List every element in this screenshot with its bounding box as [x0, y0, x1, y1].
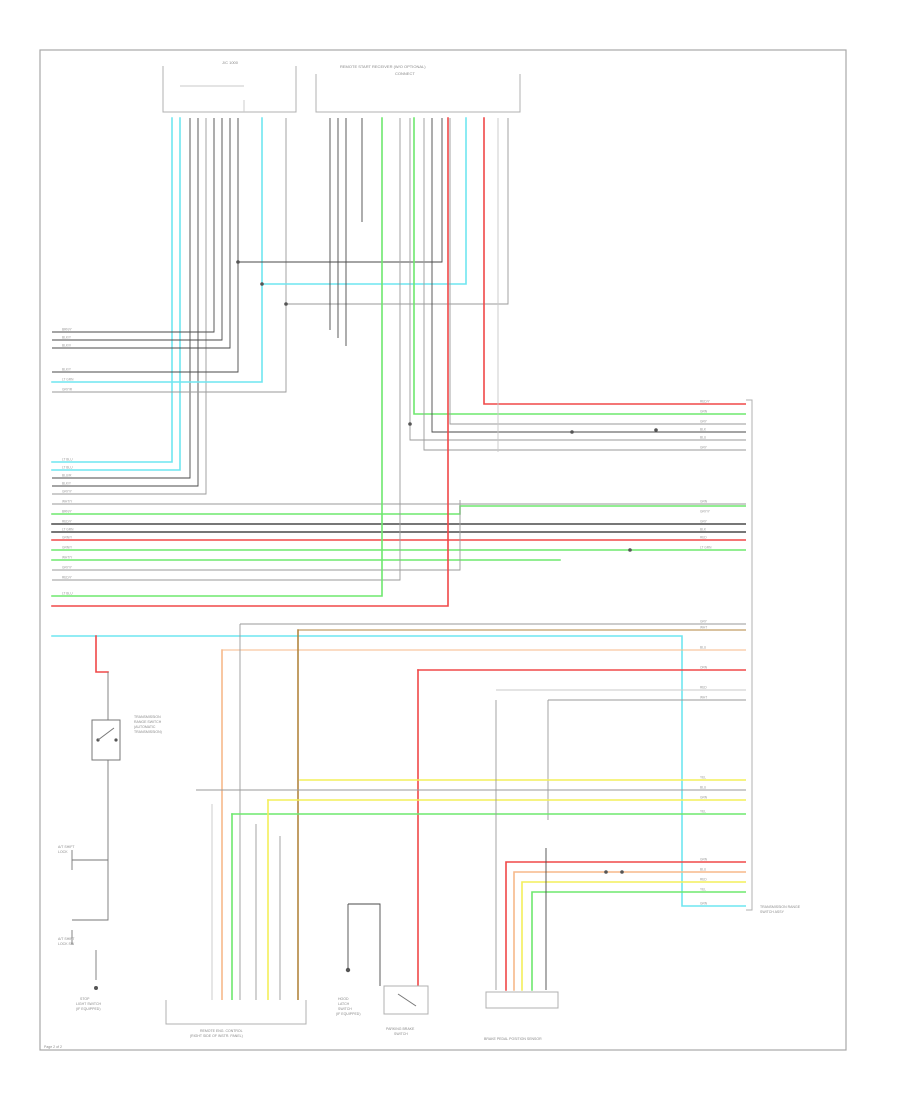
switch-left [71, 635, 121, 990]
right-wire-label: YEL [700, 888, 706, 892]
sw-left-b-label-1: A/T SHIFT [58, 937, 75, 941]
component-parking-brake [383, 985, 429, 1015]
connector-top-right: REMOTE START RECEIVER (W/O OPTIONAL) CON… [315, 64, 521, 113]
page-label: Page 2 of 2 [44, 1045, 62, 1049]
left-wire-label: RED/Y [62, 576, 73, 580]
right-wire-label: RED [700, 536, 707, 540]
right-wire-label: GRY/Y [700, 510, 711, 514]
hood-latch-label-4: (IF EQUIPPED) [336, 1012, 361, 1016]
left-wire-label: GRN/Y [62, 546, 73, 550]
right-wire-label: BLU [700, 786, 707, 790]
remote-engine-label-1: REMOTE ENG. CONTROL [200, 1029, 243, 1033]
wires-top-bus [238, 117, 509, 346]
right-wire-label: BLK [700, 528, 707, 532]
component-hood-latch [345, 903, 381, 986]
sw-left-a-label-1: A/T SHIFT [58, 845, 75, 849]
wires-mid-horizontal [51, 117, 747, 607]
remote-engine-label-2: (RIGHT SIDE OF INSTR. PANEL) [190, 1034, 243, 1038]
right-wire-label: GRN [700, 858, 708, 862]
connector-top-right-label: REMOTE START RECEIVER (W/O OPTIONAL) [340, 64, 426, 69]
connector-top-left-label: J/C 1000 [222, 60, 239, 65]
stop-light-label-1: STOP [80, 997, 90, 1001]
left-wire-label: LT BLU [62, 458, 73, 462]
hood-latch-label-1: HOOD [338, 997, 349, 1001]
left-wire-label: LT BLU [62, 466, 73, 470]
left-wire-label: GRY/R [62, 388, 73, 392]
right-wire-label: BLK [700, 428, 707, 432]
right-wire-label: YEL [700, 776, 706, 780]
trans-range-label-1: TRANSMISSION [134, 715, 161, 719]
left-wire-label: RED/Y [62, 520, 73, 524]
right-unit-label-1: TRANSMISSION RANGE [760, 905, 801, 909]
right-unit-label-2: SWITCH ASSY [760, 910, 785, 914]
left-wire-label: BRN/Y [62, 328, 73, 332]
right-wire-label: GRY [700, 420, 708, 424]
left-wire-label: GRY/Y [62, 566, 73, 570]
brake-sensor-label: BRAKE PEDAL POSITION SENSOR [484, 1037, 542, 1041]
right-wire-label: WHT [700, 696, 707, 700]
connector-top-left: J/C 1000 [162, 60, 297, 113]
diagram-frame [39, 49, 847, 1051]
right-wire-label: GRY [700, 520, 708, 524]
splice-points [236, 260, 658, 874]
wires-lower-right [51, 623, 747, 1007]
left-wire-label: LT BLU [62, 592, 73, 596]
hood-latch-label-3: SWITCH [338, 1007, 352, 1011]
trans-range-label-4: TRANSMISSION) [134, 730, 162, 734]
right-wire-label: RED [700, 878, 707, 882]
right-wire-label: BLU [700, 646, 707, 650]
left-wire-label: WHT/Y [62, 500, 73, 504]
left-wire-label: LT GRN [62, 378, 74, 382]
right-wire-label: GRN [700, 500, 708, 504]
right-wire-label: GRY [700, 620, 708, 624]
right-wire-label: ORN [700, 666, 708, 670]
right-wire-label: GRN [700, 410, 708, 414]
left-wire-label: WHT/Y [62, 556, 73, 560]
right-wire-label: RED/Y [700, 400, 711, 404]
wires-lower-bus [196, 779, 747, 1007]
left-wire-labels: BRN/Y BLK/Y BLK/V BLK/Y LT GRN GRY/R LT BLU LT … [62, 328, 74, 596]
sw-left-a-label-2: LOCK [58, 850, 68, 854]
sw-left-b-label-2: LOCK SW [58, 942, 75, 946]
stop-light-label-3: (IF EQUIPPED) [76, 1007, 101, 1011]
component-remote-engine-control [165, 1000, 307, 1025]
right-wire-label: RED [700, 686, 707, 690]
trans-range-label-2: RANGE SWITCH [134, 720, 162, 724]
right-wire-label: BLU [700, 868, 707, 872]
left-wire-label: GRN/Y [62, 536, 73, 540]
parking-brake-label-1: PARKING BRAKE [386, 1027, 415, 1031]
stop-light-label-2: LIGHT SWITCH [76, 1002, 101, 1006]
right-wire-label: LT GRN [700, 546, 712, 550]
right-wire-labels: RED/Y GRN GRY BLK BLU GRY GRN GRY/Y GRY BLK RED LT … [700, 400, 712, 906]
left-wire-label: BLU/R [62, 474, 72, 478]
right-wire-label: GRN [700, 902, 708, 906]
wires-right-bundle [409, 117, 747, 452]
left-wire-label: BLK/Y [62, 368, 72, 372]
left-wire-label: BLK/Y [62, 336, 72, 340]
left-wire-label: GRY/Y [62, 490, 73, 494]
left-wire-label: BRN/Y [62, 510, 73, 514]
connector-top-right-sublabel: CONNECT [395, 71, 415, 76]
right-wire-label: BLU [700, 436, 707, 440]
right-wire-label: GRY [700, 446, 708, 450]
wires-top-left-drops [51, 85, 287, 495]
wires-brake-sensor [495, 700, 747, 991]
right-wire-label: YEL [700, 810, 706, 814]
left-wire-label: BLK/V [62, 344, 72, 348]
left-wire-label: LT GRN [62, 528, 74, 532]
left-wire-label: BLK/Y [62, 482, 72, 486]
parking-brake-label-2: SWITCH [394, 1032, 408, 1036]
hood-latch-label-2: LATCH [338, 1002, 350, 1006]
trans-range-label-3: (AUTOMATIC [134, 725, 156, 729]
right-wire-label: WHT [700, 626, 707, 630]
component-brake-pedal-sensor [485, 991, 559, 1009]
connector-right [746, 399, 753, 911]
right-wire-label: GRN [700, 796, 708, 800]
